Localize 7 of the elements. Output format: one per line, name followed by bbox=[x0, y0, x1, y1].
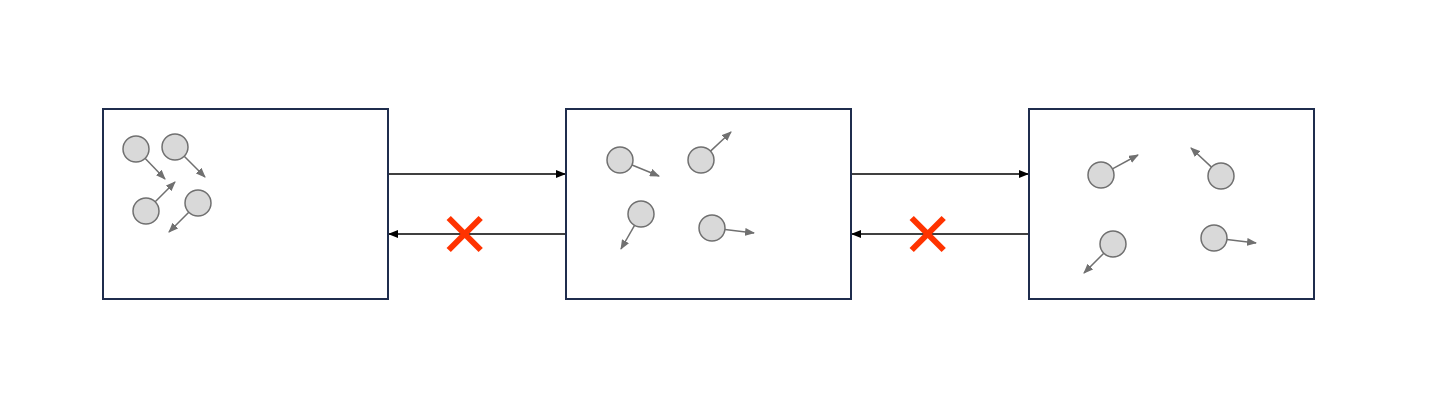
container-box bbox=[102, 108, 389, 300]
arrow bbox=[388, 230, 566, 238]
container-box bbox=[565, 108, 852, 300]
arrow bbox=[388, 170, 566, 178]
container-box bbox=[1028, 108, 1315, 300]
arrow bbox=[851, 230, 1029, 238]
arrow bbox=[851, 170, 1029, 178]
